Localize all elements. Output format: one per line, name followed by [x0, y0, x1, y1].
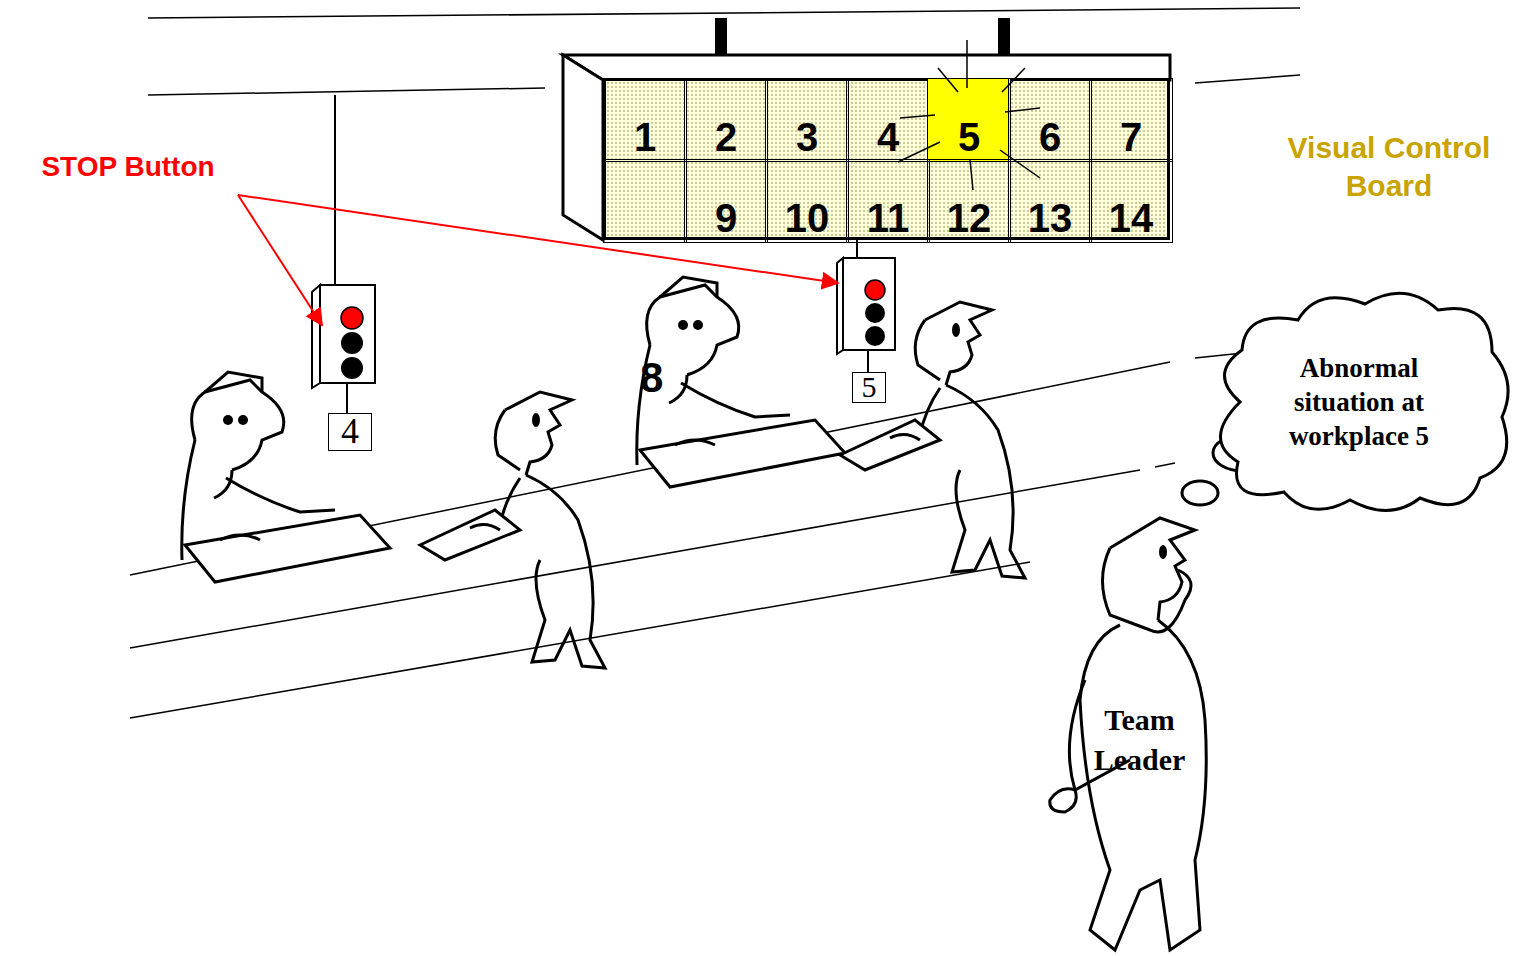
- workplace-tag: 4: [328, 413, 372, 451]
- control-board: Visual Control Board123456791011121314: [603, 78, 1170, 240]
- empty-cell: [603, 159, 687, 243]
- cell-number: 4: [847, 115, 929, 159]
- cell-number: 11: [847, 196, 929, 240]
- thought-text: Abnormal situation at workplace 5: [1257, 351, 1462, 453]
- cell-number: 13: [1009, 196, 1091, 240]
- cell-number: 7: [1090, 115, 1172, 159]
- board-cell: 10: [765, 159, 849, 243]
- thought-cloud: Abnormal situation at workplace 5: [1200, 282, 1518, 522]
- board-cell: 11: [846, 159, 930, 243]
- board-cell: 13: [1008, 159, 1092, 243]
- board-cell: 5: [927, 78, 1011, 162]
- board-cell: 7: [1089, 78, 1173, 162]
- cell-number: 10: [766, 196, 848, 240]
- board-cell: 2: [684, 78, 768, 162]
- board-cell: 14: [1089, 159, 1173, 243]
- leader-arrow: [238, 195, 322, 325]
- cell-number: 3: [766, 115, 848, 159]
- cell-number: 12: [928, 196, 1010, 240]
- cell-number: 14: [1090, 196, 1172, 240]
- cell-number: 6: [1009, 115, 1091, 159]
- person-label: Team Leader: [1082, 700, 1197, 780]
- board-title: Visual Control Board: [1254, 129, 1518, 205]
- cell-number: 2: [685, 115, 767, 159]
- cell-number: 1: [604, 115, 686, 159]
- callout-label: STOP Button: [8, 150, 248, 184]
- callout-number: 8: [640, 355, 670, 401]
- board-cell: 1: [603, 78, 687, 162]
- workplace-tag: 5: [852, 372, 886, 403]
- board-cell: 9: [684, 159, 768, 243]
- cell-number: 5: [928, 115, 1010, 159]
- board-cell: 6: [1008, 78, 1092, 162]
- workplace-number: 5: [853, 373, 885, 401]
- board-cell: 12: [927, 159, 1011, 243]
- workplace-number: 4: [329, 414, 371, 449]
- board-cell: 3: [765, 78, 849, 162]
- board-cell: 4: [846, 78, 930, 162]
- cell-number: 9: [685, 196, 767, 240]
